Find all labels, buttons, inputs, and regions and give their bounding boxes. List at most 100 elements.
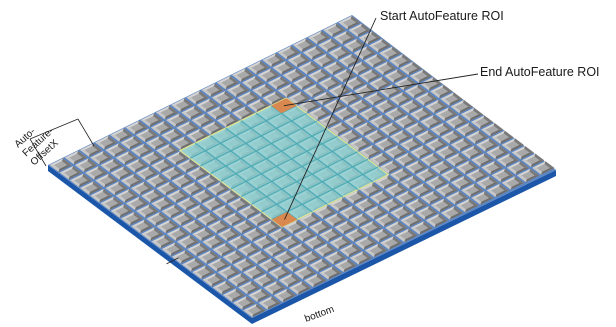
pixel-cell-shadow (247, 287, 261, 295)
pixel-cell-highlight (465, 137, 476, 144)
pixel-cell-highlight (409, 69, 424, 77)
pixel-cell-shadow (266, 75, 280, 82)
pixel-cell-shadow (178, 151, 189, 159)
pixel-cell-shadow (366, 46, 377, 54)
pixel-cell-highlight (496, 160, 507, 167)
pixel-cell-shadow (89, 188, 103, 195)
pixel-cell-highlight (328, 122, 343, 129)
pixel-cell-shadow (332, 106, 346, 113)
pixel-cell-highlight (191, 196, 202, 203)
pixel-cell-highlight (394, 121, 405, 129)
pixel-cell-highlight (338, 60, 349, 68)
pixel-cell-highlight (303, 235, 318, 243)
pixel-cell-highlight (156, 143, 170, 151)
pixel-cell-shadow (153, 151, 164, 159)
pixel-cell-shadow (401, 54, 412, 61)
pixel-cell-highlight (278, 235, 292, 243)
pixel-cell-shadow (175, 120, 189, 127)
pixel-cell-shadow (225, 280, 236, 288)
pixel-cell-highlight (384, 75, 395, 83)
pixel-cell-shadow (109, 203, 123, 210)
pixel-cell-highlight (247, 105, 258, 113)
pixel-cell-highlight (253, 280, 264, 287)
pixel-cell-shadow (165, 150, 179, 158)
pixel-cell-highlight (263, 287, 274, 295)
pixel-cell-highlight (292, 76, 307, 83)
pixel-cell-shadow (297, 250, 312, 257)
pixel-cell-shadow (362, 53, 377, 60)
pixel-cell-highlight (374, 99, 388, 107)
pixel-cell-shadow (300, 53, 311, 61)
pixel-cell-highlight (318, 76, 332, 84)
pixel-cell-highlight (49, 165, 60, 172)
pixel-cell-highlight (171, 180, 182, 188)
pixel-cell-shadow (249, 91, 260, 98)
pixel-cell-highlight (216, 120, 227, 128)
pixel-cell-highlight (166, 234, 177, 241)
pixel-cell-highlight (324, 213, 338, 220)
pixel-cell-highlight (187, 249, 197, 257)
pixel-cell-shadow (437, 99, 448, 107)
pixel-cell-shadow (442, 122, 453, 130)
pixel-cell-highlight (384, 107, 398, 114)
pixel-cell-highlight (323, 99, 337, 106)
pixel-cell-highlight (201, 90, 212, 97)
pixel-cell-shadow (241, 226, 256, 234)
pixel-cell-shadow (337, 128, 352, 136)
pixel-cell-shadow (399, 212, 413, 220)
pixel-cell-highlight (247, 60, 261, 68)
pixel-cell-shadow (381, 114, 392, 122)
pixel-cell-highlight (197, 212, 211, 220)
pixel-cell-shadow (301, 243, 312, 251)
pixel-cell-highlight (430, 84, 444, 92)
pixel-cell-highlight (156, 150, 166, 158)
pixel-cell-shadow (393, 76, 407, 83)
pixel-cell-highlight (267, 76, 281, 83)
pixel-cell-highlight (324, 251, 338, 258)
pixel-cell-shadow (322, 212, 337, 219)
pixel-cell-highlight (125, 196, 140, 204)
pixel-cell-highlight (445, 121, 456, 129)
pixel-cell-highlight (364, 129, 378, 137)
pixel-cell-highlight (348, 30, 359, 37)
pixel-cell-highlight (420, 115, 434, 122)
pixel-cell-shadow (434, 106, 448, 114)
pixel-cell-highlight (368, 38, 383, 46)
pixel-cell-shadow (194, 219, 205, 227)
pixel-cell-shadow (377, 243, 388, 251)
pixel-cell-highlight (328, 46, 342, 53)
pixel-cell-shadow (332, 30, 346, 37)
pixel-cell-highlight (278, 280, 289, 287)
pixel-cell-shadow (194, 257, 205, 265)
pixel-cell-highlight (207, 258, 221, 265)
pixel-cell-highlight (277, 83, 292, 91)
pixel-cell-shadow (417, 160, 428, 168)
pixel-cell-shadow (211, 279, 225, 287)
pixel-cell-highlight (252, 90, 263, 98)
pixel-cell-highlight (186, 211, 197, 219)
pixel-cell-shadow (229, 113, 240, 121)
pixel-cell-highlight (455, 167, 466, 175)
pixel-cell-shadow (478, 130, 489, 138)
pixel-cell-shadow (347, 136, 362, 144)
pixel-cell-shadow (300, 91, 311, 99)
pixel-cell-highlight (374, 220, 385, 227)
pixel-cell-shadow (412, 175, 423, 183)
pixel-cell-highlight (445, 153, 460, 160)
pixel-cell-highlight (201, 83, 215, 91)
pixel-cell-highlight (501, 182, 512, 190)
pixel-cell-shadow (262, 280, 276, 287)
pixel-cell-highlight (318, 38, 332, 46)
pixel-cell-highlight (415, 212, 426, 220)
pixel-cell-highlight (146, 218, 157, 226)
pixel-cell-shadow (163, 196, 174, 204)
pixel-cell-shadow (439, 205, 454, 212)
pixel-cell-highlight (440, 136, 451, 144)
pixel-cell-shadow (175, 158, 189, 165)
pixel-cell-highlight (130, 150, 141, 158)
pixel-cell-highlight (115, 189, 130, 196)
pixel-cell-shadow (361, 99, 372, 107)
pixel-cell-highlight (419, 77, 434, 84)
pixel-cell-highlight (161, 135, 171, 143)
